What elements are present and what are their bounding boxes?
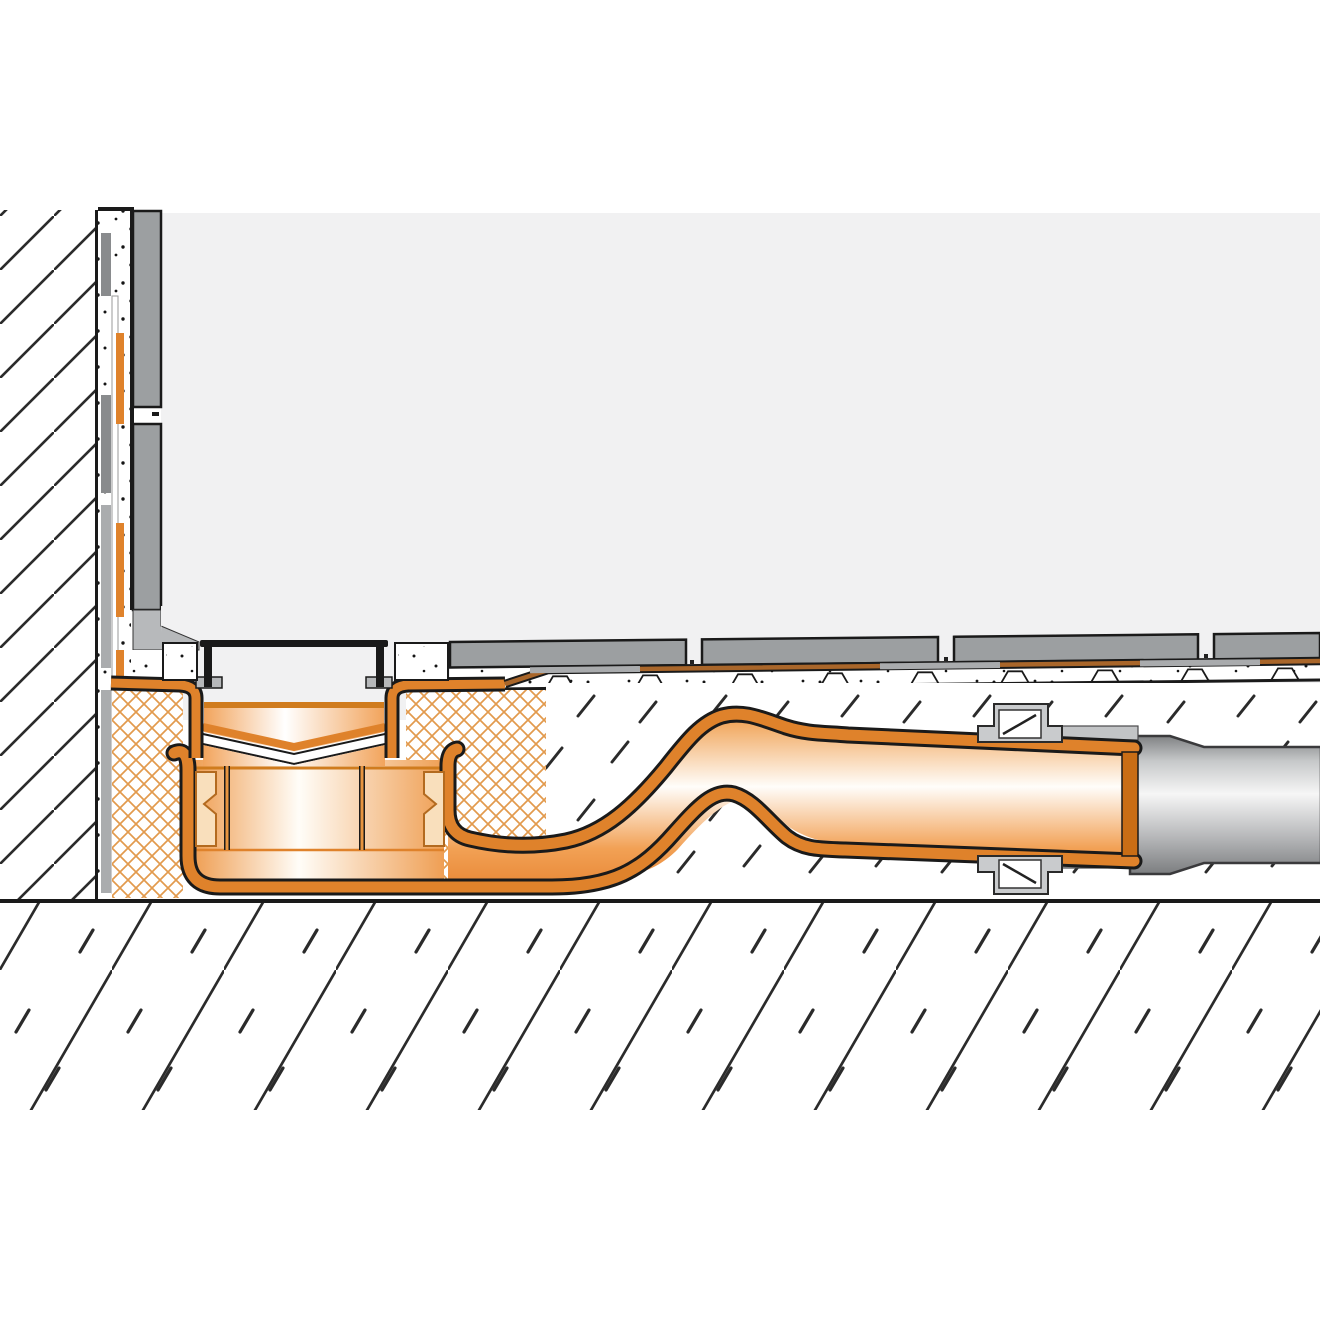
wall-strip-mid-2 [101, 690, 111, 893]
waste-pipe-gray [1128, 734, 1320, 876]
seam-tape-segments [529, 659, 1261, 674]
grate-frame-leg-left [204, 646, 212, 687]
room-corner-fillet [161, 606, 187, 632]
channel-foot [203, 745, 385, 766]
tile-joint-dot [944, 657, 948, 661]
wall-membrane-strip-2 [116, 523, 124, 617]
grate-frame-assembly [162, 640, 449, 689]
grate-frame-top-bar [200, 640, 388, 647]
wall-tile-lower [131, 422, 163, 612]
mortar-collar-left-hatch [112, 690, 183, 898]
channel-skirts [225, 762, 364, 850]
channel-v-line-lower [202, 743, 386, 766]
wall-membrane-strip-1 [116, 333, 124, 424]
wall-membrane-strip-3 [116, 650, 124, 686]
floor-tile-3 [952, 633, 1200, 664]
drain-body-interior [194, 760, 444, 885]
perimeter-joint-left [162, 642, 198, 681]
tile-joint-dot [1204, 654, 1208, 658]
wall-tile-joint-tick [152, 412, 159, 416]
pipe-clamp-bottom [977, 855, 1063, 895]
adjust-bracket-right [423, 771, 445, 847]
drain-channel [110, 656, 1320, 766]
channel-v-gap [202, 736, 386, 763]
wall-top-cap-line [98, 207, 134, 211]
membrane-shell-upper [442, 708, 1140, 851]
pipe-clamp-top [977, 703, 1063, 743]
drain-and-pipe [110, 640, 1320, 896]
wall-tile-adhesive-line [130, 211, 134, 610]
channel-v-line-upper [202, 733, 386, 756]
outlet-pipe-interior [448, 718, 1130, 881]
membrane-shell-lower [168, 746, 1140, 893]
floor-tile-2 [700, 635, 940, 667]
masonry-wall-hatch [0, 210, 95, 901]
tile-joint-dot [690, 660, 694, 664]
wall-strip-dark-2 [101, 395, 111, 493]
perimeter-joint-right [394, 642, 449, 681]
grate-frame-leg-right [376, 646, 384, 687]
wall-tile-upper [131, 209, 163, 409]
concrete-slab-hatch [0, 903, 1320, 1110]
corner-render-stipple [131, 650, 163, 681]
clamp-top-screw-line [1002, 713, 1037, 736]
wall-render-boundary-line [95, 210, 98, 901]
floor-tile-4 [1212, 631, 1320, 661]
floor-tile-1 [448, 638, 688, 669]
outlet-pipe-end-ring [1121, 751, 1139, 857]
clamp-bottom-screw-line [1002, 862, 1037, 885]
slab-top-line [0, 899, 1320, 903]
membrane-cap-left [110, 678, 201, 758]
wall-strip-mid-1 [101, 505, 111, 668]
membrane-cap-right [387, 679, 506, 758]
channel-v-band [202, 723, 386, 752]
adjust-bracket-left [195, 771, 217, 847]
wall-strip-dark-1 [101, 233, 111, 296]
